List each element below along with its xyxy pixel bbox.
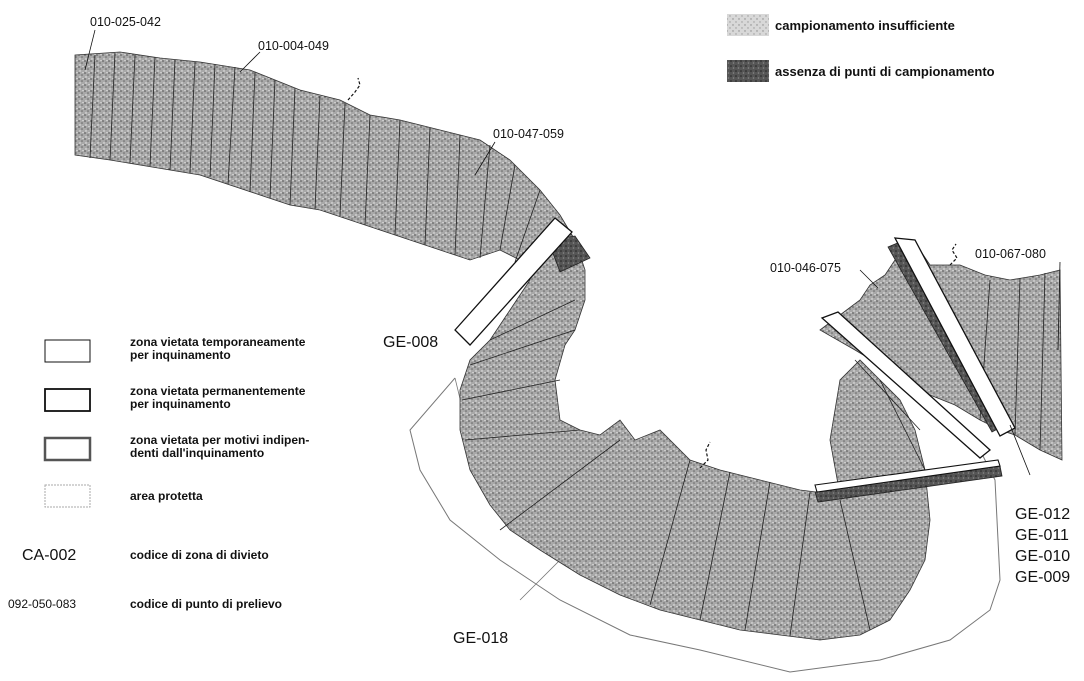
legend-point-code-example: 092-050-083 [8,597,76,611]
legend-top: campionamento insufficiente assenza di p… [727,14,995,82]
zone-label-ge010: GE-010 [1015,548,1070,565]
protected-area-outline [409,377,1001,673]
legend-temp-line1: zona vietata temporaneamente [130,335,306,349]
legend-protected: area protetta [130,489,203,503]
legend-swatch-indep [43,436,92,462]
western-coastal-strip [74,51,931,641]
legend-swatch-perm [44,388,91,412]
point-label-4: 010-046-075 [770,261,841,275]
zone-label-ge011: GE-011 [1015,527,1069,544]
zone-strip-ge010 [820,311,992,459]
legend-perm-line1: zona vietata permanentemente [130,384,306,398]
zone-label-ge018: GE-018 [453,630,508,647]
river-3 [949,243,958,266]
zone-label-ge008: GE-008 [383,334,438,351]
legend-label-no-points: assenza di punti di campionamento [775,64,995,79]
legend-indep-line2: denti dall'inquinamento [130,446,264,460]
legend-left: zona vietata temporaneamente per inquina… [8,335,309,611]
zone-strip-ge008 [454,217,573,346]
legend-swatch-insufficient [727,14,769,36]
point-label-3: 010-047-059 [493,127,564,141]
point-label-1: 010-025-042 [90,15,161,29]
legend-swatch-protected [44,484,91,508]
legend-perm-line2: per inquinamento [130,397,231,411]
legend-temp-line2: per inquinamento [130,348,231,362]
legend-indep-line1: zona vietata per motivi indipen- [130,433,309,447]
river-2 [699,441,711,469]
point-label-5: 010-067-080 [975,247,1046,261]
legend-point-code-desc: codice di punto di prelievo [130,597,282,611]
legend-swatch-no-points [727,60,769,82]
leader-lines [84,29,1061,476]
zone-strip-ge009 [814,459,1001,493]
legend-swatch-temp [44,339,91,363]
legend-label-insufficient: campionamento insufficiente [775,18,955,33]
transect-lines-west [89,52,871,637]
river-1 [347,77,361,101]
legend-zone-code-example: CA-002 [22,547,76,564]
legend-zone-code-desc: codice di zona di divieto [130,548,269,562]
zone-label-ge012: GE-012 [1015,506,1070,523]
zone-label-ge009: GE-009 [1015,569,1070,586]
point-label-2: 010-004-049 [258,39,329,53]
zone-strip-ge011 [893,237,1016,437]
